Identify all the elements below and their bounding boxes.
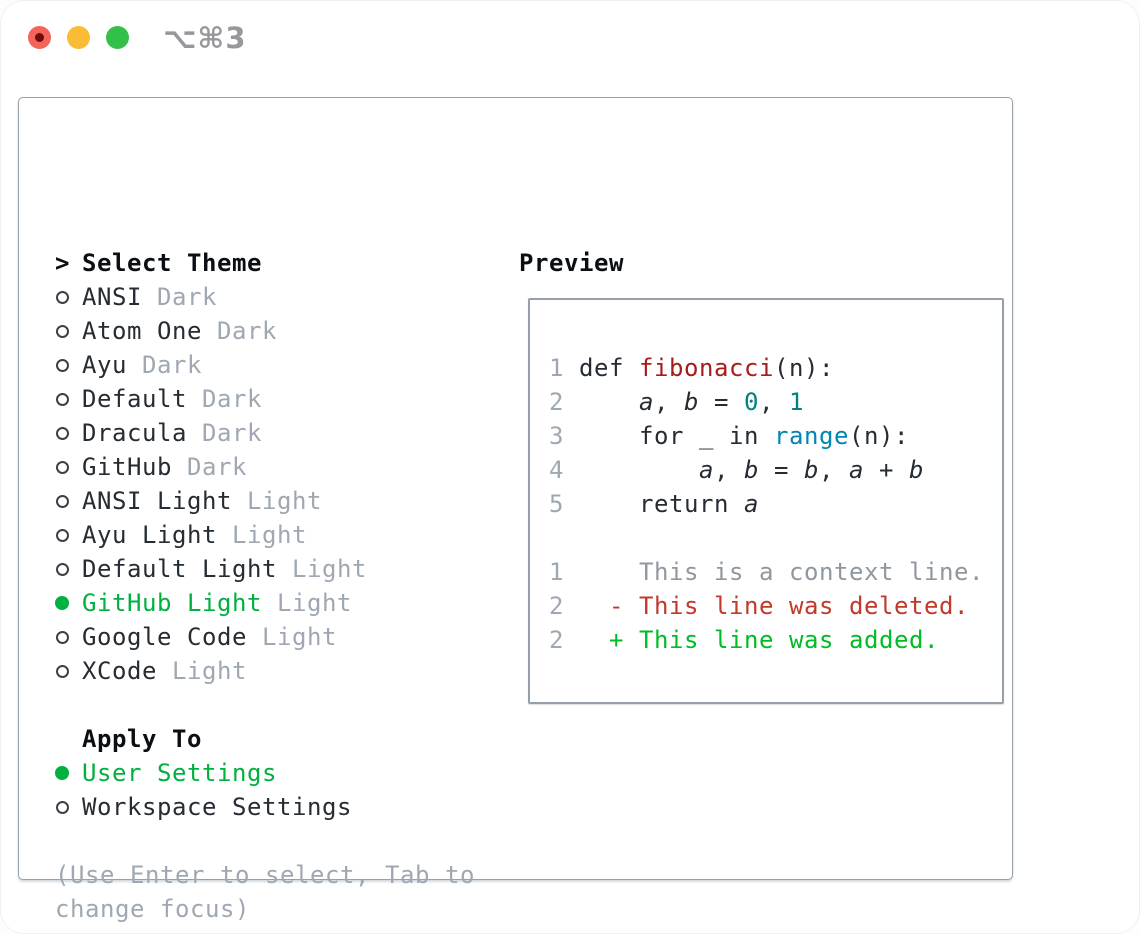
theme-variant-label: Dark [187, 453, 247, 481]
theme-variant-label: Dark [202, 419, 262, 447]
radio-icon [56, 290, 69, 304]
option-label: Atom One [82, 317, 202, 345]
theme-item-github-dark[interactable]: GitHub Dark [52, 450, 512, 484]
theme-variant-label: Dark [217, 317, 277, 345]
code-preview: 1 def fibonacci(n): 2 a, b = 0, 1 3 for _ … [530, 300, 1002, 657]
radio-icon [56, 324, 69, 338]
preview-box: 1 def fibonacci(n): 2 a, b = 0, 1 3 for _ … [528, 298, 1004, 704]
theme-item-dracula-dark[interactable]: Dracula Dark [52, 416, 512, 450]
code-line: 4 a, b = b, a + b [549, 456, 924, 484]
option-label: GitHub [82, 453, 172, 481]
radio-icon [56, 494, 69, 508]
theme-variant-label: Light [232, 521, 307, 549]
code-line: 1 This is a context line. [549, 558, 984, 586]
radio-icon [56, 426, 69, 440]
theme-variant-label: Light [262, 623, 337, 651]
option-label: ANSI [82, 283, 142, 311]
theme-variant-label: Light [172, 657, 247, 685]
option-label: Google Code [82, 623, 247, 651]
theme-variant-label: Light [292, 555, 367, 583]
theme-variant-label: Light [247, 487, 322, 515]
spacer [52, 688, 512, 722]
theme-item-google-code-light[interactable]: Google Code Light [52, 620, 512, 654]
option-label: Workspace Settings [82, 793, 352, 821]
apply-to-title: Apply To [82, 725, 202, 753]
radio-icon [56, 664, 69, 678]
close-dot-icon [35, 33, 44, 42]
option-label: Ayu Light [82, 521, 217, 549]
radio-icon [56, 460, 69, 474]
theme-item-ansi-light-light[interactable]: ANSI Light Light [52, 484, 512, 518]
radio-icon [56, 528, 69, 542]
theme-item-xcode-light[interactable]: XCode Light [52, 654, 512, 688]
theme-item-ayu-dark[interactable]: Ayu Dark [52, 348, 512, 382]
option-label: ANSI Light [82, 487, 232, 515]
preview-title: Preview [519, 249, 624, 277]
apply-to-header: Apply To [52, 722, 512, 756]
theme-item-github-light-light[interactable]: GitHub Light Light [52, 586, 512, 620]
window-hotkey-label: ⌥⌘3 [163, 21, 247, 55]
radio-icon [56, 392, 69, 406]
option-label: XCode [82, 657, 157, 685]
code-blank-line [549, 317, 1002, 351]
help-text: (Use Enter to select, Tab to change focu… [55, 858, 512, 926]
theme-variant-label: Dark [157, 283, 217, 311]
option-label: Dracula [82, 419, 187, 447]
code-line: 2 a, b = 0, 1 [549, 388, 804, 416]
code-blank-line [549, 521, 1002, 555]
theme-item-ansi-dark[interactable]: ANSI Dark [52, 280, 512, 314]
theme-variant-label: Dark [202, 385, 262, 413]
theme-item-default-dark[interactable]: Default Dark [52, 382, 512, 416]
code-line: 2 + This line was added. [549, 626, 939, 654]
minimize-button[interactable] [67, 26, 90, 49]
apply-option-user-settings[interactable]: User Settings [52, 756, 512, 790]
select-theme-title: Select Theme [82, 249, 262, 277]
help-line-1: (Use Enter to select, Tab to [55, 861, 475, 889]
apply-option-workspace-settings[interactable]: Workspace Settings [52, 790, 512, 824]
radio-icon [56, 630, 69, 644]
option-label: Default [82, 385, 187, 413]
option-label: Default Light [82, 555, 277, 583]
theme-item-ayu-light-light[interactable]: Ayu Light Light [52, 518, 512, 552]
option-label: GitHub Light [82, 589, 262, 617]
theme-item-atom-one-dark[interactable]: Atom One Dark [52, 314, 512, 348]
option-label: User Settings [82, 759, 277, 787]
theme-item-default-light-light[interactable]: Default Light Light [52, 552, 512, 586]
code-line: 5 return a [549, 490, 759, 518]
zoom-button[interactable] [106, 26, 129, 49]
code-line: 3 for _ in range(n): [549, 422, 909, 450]
radio-selected-icon [55, 596, 69, 610]
radio-icon [56, 800, 69, 814]
theme-variant-label: Light [277, 589, 352, 617]
radio-selected-icon [55, 766, 69, 780]
focus-caret: > [55, 249, 70, 277]
option-label: Ayu [82, 351, 127, 379]
close-button[interactable] [28, 26, 51, 49]
select-theme-header: > Select Theme [52, 246, 512, 280]
code-line: 2 - This line was deleted. [549, 592, 969, 620]
code-line: 1 def fibonacci(n): [549, 354, 834, 382]
theme-variant-label: Dark [142, 351, 202, 379]
titlebar: ⌥⌘3 [0, 0, 1140, 74]
radio-icon [56, 562, 69, 576]
help-line-2: change focus) [55, 895, 250, 923]
radio-icon [56, 358, 69, 372]
